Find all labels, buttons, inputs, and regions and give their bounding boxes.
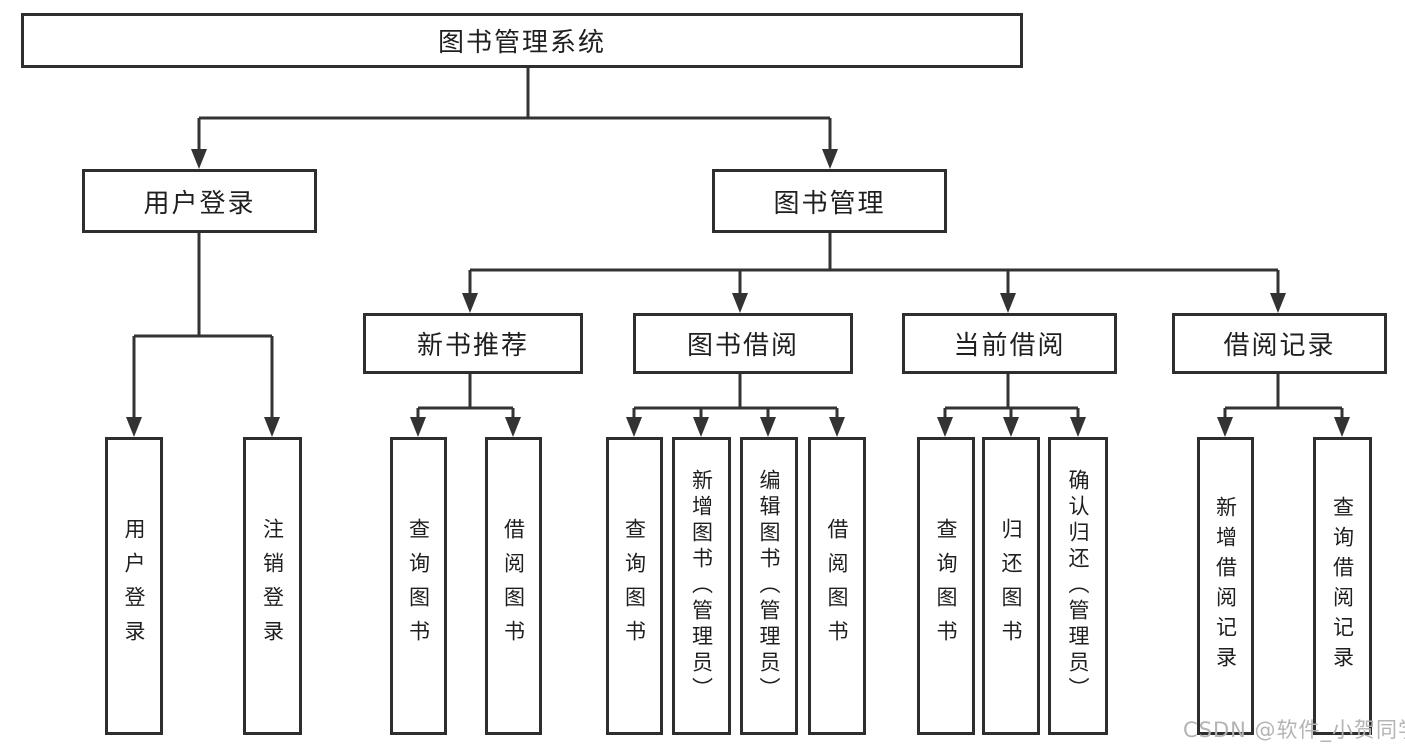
node-borrow-records: 借阅记录 (1172, 313, 1387, 374)
leaf-query-borrow-record: 查询借阅记录 (1313, 437, 1372, 735)
arrow-icon (1000, 293, 1016, 313)
connector-current-borrow (943, 374, 1080, 420)
leaf-return-books: 归还图书 (982, 437, 1040, 735)
node-book-management: 图书管理 (712, 169, 947, 233)
node-root-library-system: 图书管理系统 (21, 13, 1023, 68)
leaf-borrow-books-1: 借阅图书 (485, 437, 542, 735)
arrow-icon (410, 417, 426, 437)
connector-new-book (416, 374, 515, 420)
node-user-login: 用户登录 (82, 169, 317, 233)
node-current-borrow: 当前借阅 (902, 313, 1117, 374)
leaf-query-books-1: 查询图书 (390, 437, 447, 735)
connector-borrow-records (1223, 374, 1344, 420)
arrow-icon (1003, 417, 1019, 437)
arrow-icon (126, 417, 142, 437)
leaf-confirm-return-admin: 确认归还（管理员） (1048, 437, 1108, 735)
leaf-add-borrow-record: 新增借阅记录 (1197, 437, 1254, 735)
connector-book-management (468, 233, 1280, 296)
arrowheads (126, 149, 1350, 437)
arrow-icon (264, 417, 280, 437)
arrow-icon (462, 293, 478, 313)
node-new-book-recommend: 新书推荐 (363, 313, 583, 374)
arrow-icon (1270, 293, 1286, 313)
arrow-icon (505, 417, 521, 437)
leaf-edit-books-admin: 编辑图书（管理员） (740, 437, 798, 735)
arrow-icon (1070, 417, 1086, 437)
arrow-icon (829, 417, 845, 437)
leaf-logout: 注销登录 (243, 437, 302, 735)
node-book-borrow: 图书借阅 (633, 313, 853, 374)
arrow-icon (937, 417, 953, 437)
leaf-add-books-admin: 新增图书（管理员） (672, 437, 731, 735)
arrow-icon (693, 417, 709, 437)
connector-user-login (132, 233, 274, 420)
leaf-query-books-3: 查询图书 (917, 437, 975, 735)
connector-lines (132, 68, 1344, 420)
arrow-icon (760, 417, 776, 437)
leaf-query-books-2: 查询图书 (606, 437, 663, 735)
leaf-borrow-books-2: 借阅图书 (808, 437, 866, 735)
connector-root (197, 68, 832, 152)
arrow-icon (822, 149, 838, 169)
csdn-watermark: CSDN @软件_小贺同学 (1183, 718, 1405, 742)
arrow-icon (1217, 417, 1233, 437)
connector-book-borrow (632, 374, 839, 420)
arrow-icon (191, 149, 207, 169)
arrow-icon (732, 293, 748, 313)
leaf-user-login: 用户登录 (105, 437, 163, 735)
arrow-icon (1334, 417, 1350, 437)
arrow-icon (626, 417, 642, 437)
